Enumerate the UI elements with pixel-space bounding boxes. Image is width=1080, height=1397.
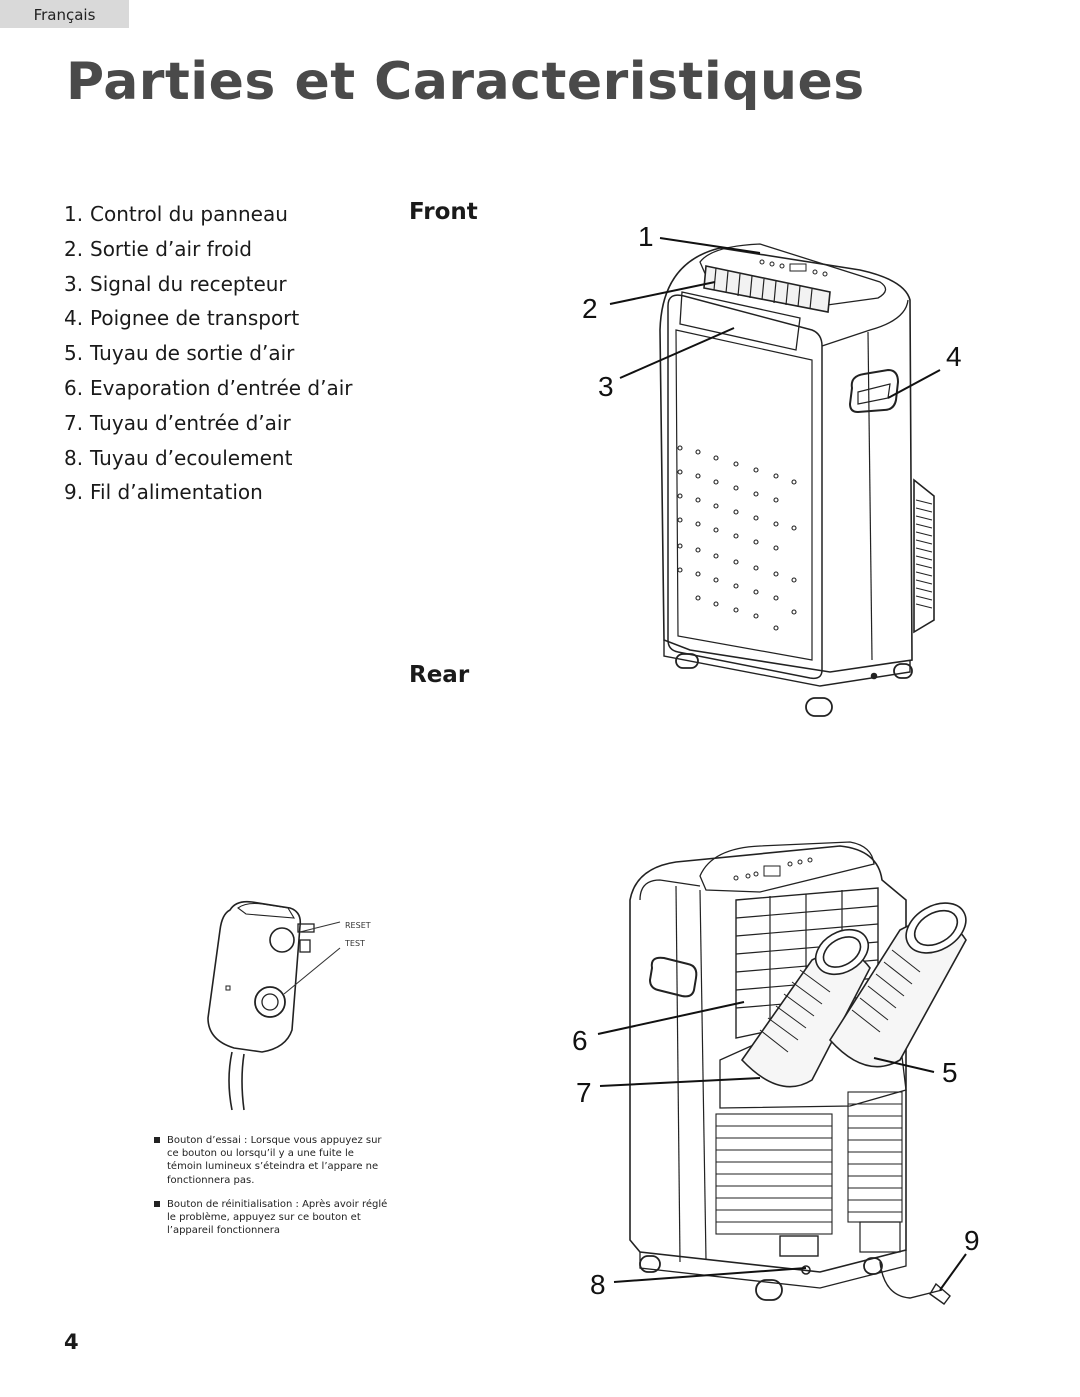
item-number: 3. bbox=[64, 271, 84, 296]
item-number: 5. bbox=[64, 341, 84, 366]
rear-label: Rear bbox=[409, 662, 470, 688]
front-label: Front bbox=[409, 199, 478, 225]
item-label: Signal du recepteur bbox=[90, 271, 287, 296]
item-number: 7. bbox=[64, 410, 84, 435]
item-label: Sortie d’air froid bbox=[90, 236, 252, 261]
language-tab[interactable]: Français bbox=[0, 0, 129, 28]
note-reset-button: Bouton de réinitialisation : Après avoir… bbox=[152, 1198, 392, 1238]
callout-2: 2 bbox=[582, 293, 598, 324]
item-number: 9. bbox=[64, 480, 84, 505]
item-number: 8. bbox=[64, 445, 84, 470]
bullet-icon bbox=[154, 1200, 160, 1207]
note-text: Bouton d’essai : Lorsque vous appuyez su… bbox=[167, 1135, 382, 1186]
callout-6: 6 bbox=[572, 1025, 588, 1056]
item-label: Tuyau de sortie d’air bbox=[90, 341, 295, 366]
parts-list: 1.Control du panneau 2.Sortie d’air froi… bbox=[64, 200, 353, 513]
item-number: 2. bbox=[64, 236, 84, 261]
reset-label: RESET bbox=[345, 921, 371, 930]
list-item: 3.Signal du recepteur bbox=[64, 270, 353, 305]
callout-1: 1 bbox=[638, 221, 654, 252]
item-label: Tuyau d’entrée d’air bbox=[90, 410, 291, 435]
item-number: 4. bbox=[64, 306, 84, 331]
item-label: Poignee de transport bbox=[90, 306, 300, 331]
list-item: 2.Sortie d’air froid bbox=[64, 235, 353, 270]
item-number: 6. bbox=[64, 375, 84, 400]
item-number: 1. bbox=[64, 202, 84, 226]
callout-4: 4 bbox=[946, 341, 962, 372]
page-number: 4 bbox=[64, 1330, 79, 1354]
item-label: Evaporation d’entrée d’air bbox=[90, 375, 353, 400]
list-item: 8.Tuyau d’ecoulement bbox=[64, 444, 353, 479]
note-text: Bouton de réinitialisation : Après avoir… bbox=[167, 1198, 388, 1237]
callout-7: 7 bbox=[576, 1077, 592, 1108]
test-label: TEST bbox=[344, 939, 365, 948]
list-item: 7.Tuyau d’entrée d’air bbox=[64, 409, 353, 444]
list-item: 1.Control du panneau bbox=[64, 200, 353, 235]
item-label: Fil d’alimentation bbox=[90, 480, 263, 505]
bullet-icon bbox=[154, 1137, 160, 1143]
callout-3: 3 bbox=[598, 371, 614, 402]
list-item: 6.Evaporation d’entrée d’air bbox=[64, 374, 353, 409]
callout-9: 9 bbox=[964, 1225, 980, 1256]
notes: Bouton d’essai : Lorsque vous appuyez su… bbox=[152, 1134, 392, 1248]
callout-5: 5 bbox=[942, 1057, 958, 1088]
page-title: Parties et Caracteristiques bbox=[66, 52, 865, 112]
item-label: Tuyau d’ecoulement bbox=[90, 445, 293, 470]
item-label: Control du panneau bbox=[90, 202, 288, 226]
list-item: 4.Poignee de transport bbox=[64, 304, 353, 339]
note-test-button: Bouton d’essai : Lorsque vous appuyez su… bbox=[152, 1134, 392, 1187]
list-item: 5.Tuyau de sortie d’air bbox=[64, 339, 353, 374]
callout-8: 8 bbox=[590, 1269, 606, 1300]
list-item: 9.Fil d’alimentation bbox=[64, 478, 353, 513]
